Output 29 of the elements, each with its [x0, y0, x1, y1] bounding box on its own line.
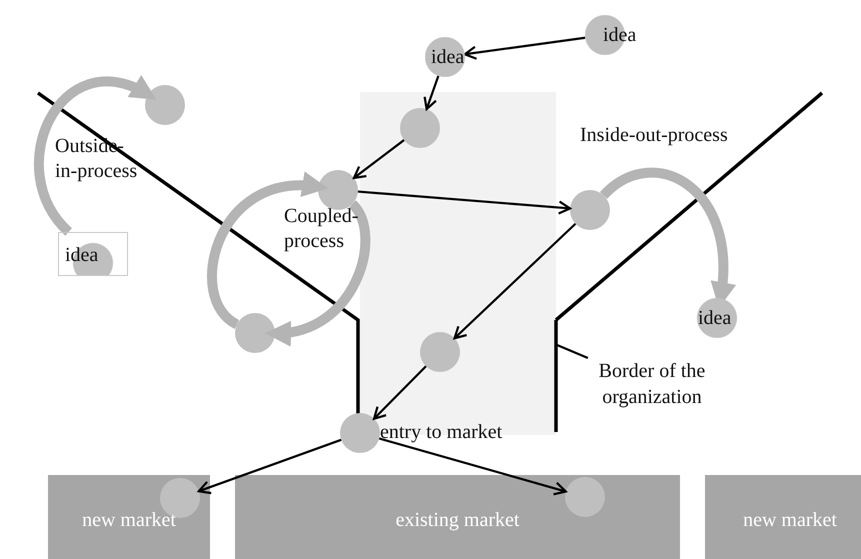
arrow [352, 139, 405, 180]
market-bar [48, 475, 210, 559]
idea-dot [570, 190, 610, 230]
arrow [198, 438, 342, 494]
idea-dot [565, 477, 605, 517]
node-caption: entry to market [380, 420, 502, 445]
arrow [424, 76, 440, 110]
market-bar [705, 475, 861, 559]
idea-box: idea [58, 232, 128, 276]
arrow [464, 36, 586, 60]
organization-border-line [554, 320, 558, 432]
market-label: existing market [394, 509, 520, 531]
process-label: Inside-out-process [580, 123, 729, 148]
idea-dot [318, 170, 358, 210]
market-label: new market [742, 509, 838, 531]
curved-arrow [34, 76, 158, 236]
arrow [372, 365, 427, 420]
arrow [378, 437, 567, 496]
curved-arrow [265, 200, 370, 345]
idea-dot [145, 85, 185, 125]
arrow [453, 222, 576, 340]
idea-dot [340, 413, 380, 453]
market-bar [235, 475, 680, 559]
process-label: Coupled-process [284, 204, 360, 254]
market-label: new market [81, 509, 177, 531]
idea-node: idea [694, 298, 740, 338]
arrow [358, 190, 572, 215]
border-caption: Border of the organization [572, 358, 732, 412]
idea-dot [235, 313, 275, 353]
